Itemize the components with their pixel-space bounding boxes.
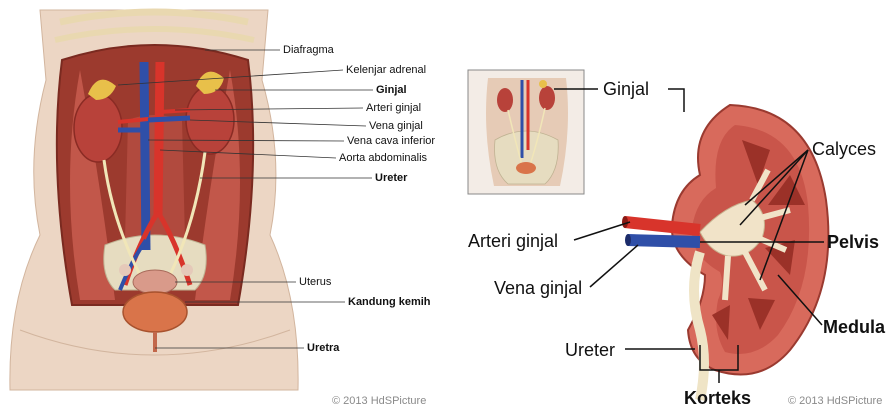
label-pelvis: Pelvis	[827, 233, 879, 251]
label-uterus: Uterus	[299, 277, 331, 288]
label-ureter-right: Ureter	[565, 341, 615, 359]
label-vena-ginjal-left: Vena ginjal	[369, 121, 423, 132]
label-arteri-ginjal-right: Arteri ginjal	[468, 232, 558, 250]
label-vena-ginjal-right: Vena ginjal	[494, 279, 582, 297]
label-ureter-left: Ureter	[375, 173, 407, 184]
watermark-right: © 2013 HdSPicture	[788, 396, 882, 407]
label-calyces: Calyces	[812, 140, 876, 158]
kidney-cross-section	[622, 105, 828, 400]
label-kelenjar-adrenal: Kelenjar adrenal	[346, 65, 426, 76]
watermark-left: © 2013 HdSPicture	[332, 396, 426, 407]
label-ginjal-right: Ginjal	[603, 80, 649, 98]
label-diafragma: Diafragma	[283, 45, 334, 56]
label-vena-cava-inferior: Vena cava inferior	[347, 136, 435, 147]
label-kandung-kemih: Kandung kemih	[348, 297, 431, 308]
label-arteri-ginjal-left: Arteri ginjal	[366, 103, 421, 114]
label-uretra: Uretra	[307, 343, 339, 354]
label-ginjal-left: Ginjal	[376, 85, 407, 96]
torso-illustration	[10, 10, 298, 390]
label-korteks: Korteks	[684, 389, 751, 407]
label-aorta-abdominalis: Aorta abdominalis	[339, 153, 427, 164]
label-medula: Medula	[823, 318, 885, 336]
